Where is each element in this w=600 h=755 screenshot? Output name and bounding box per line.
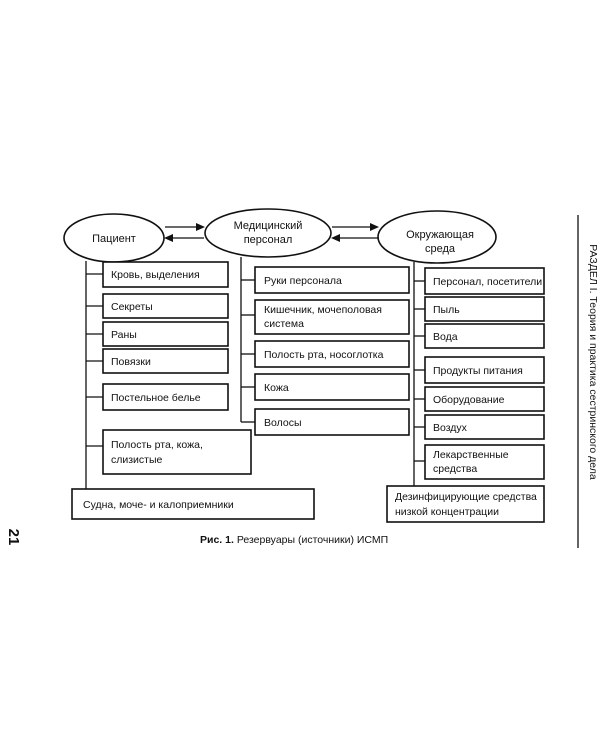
staff-source-label: Полость рта, носоглотка — [264, 349, 384, 361]
staff-node: Медицинский персонал — [204, 208, 332, 258]
environment-node: Окружающая среда — [377, 210, 497, 264]
environment-source-label-line-2: средства — [433, 463, 477, 475]
staff-source-label-line-1: Кишечник, мочеполовая — [264, 304, 382, 316]
staff-sources: Руки персонала Кишечник, мочеполовая сис… — [240, 257, 410, 436]
patient-sources: Кровь, выделения Секреты Раны Повязки По… — [71, 261, 315, 520]
patient-node-label: Пациент — [92, 233, 136, 245]
staff-source-label: Волосы — [264, 417, 302, 429]
environment-source-label: Оборудование — [433, 394, 505, 406]
patient-source-box: Полость рта, кожа, слизистые — [102, 429, 252, 475]
environment-node-label-line-2: среда — [425, 243, 456, 255]
environment-source-box: Вода — [424, 323, 545, 349]
environment-source-label: Вода — [433, 331, 458, 343]
environment-source-label: Персонал, посетители — [433, 276, 542, 288]
environment-source-label-line-1: Дезинфицирующие средства — [395, 491, 537, 503]
page-number: 21 — [5, 529, 22, 546]
patient-source-label-line-1: Полость рта, кожа, — [111, 439, 203, 451]
patient-source-box: Секреты — [102, 293, 229, 319]
environment-node-label-line-1: Окружающая — [406, 229, 474, 241]
environment-source-label-line-2: низкой концентрации — [395, 506, 499, 518]
arrow-environment-to-staff — [331, 234, 379, 242]
patient-source-label-line-2: слизистые — [111, 454, 163, 466]
staff-source-box: Волосы — [254, 408, 410, 436]
patient-source-box: Судна, моче- и калоприемники — [71, 488, 315, 520]
staff-source-box: Кожа — [254, 373, 410, 401]
staff-source-label: Кожа — [264, 382, 289, 394]
environment-source-box: Продукты питания — [424, 356, 545, 384]
staff-source-box: Руки персонала — [254, 266, 410, 294]
arrow-staff-to-environment — [332, 223, 379, 231]
staff-node-label-line-2: персонал — [244, 234, 293, 246]
figure-caption-prefix: Рис. 1. — [200, 534, 234, 546]
environment-source-box: Дезинфицирующие средства низкой концентр… — [386, 485, 545, 523]
environment-source-label-line-1: Лекарственные — [433, 449, 509, 461]
environment-source-box: Пыль — [424, 296, 545, 322]
environment-source-label: Воздух — [433, 422, 468, 434]
patient-source-label: Секреты — [111, 301, 153, 313]
environment-source-box: Воздух — [424, 414, 545, 440]
environment-source-box: Лекарственные средства — [424, 444, 545, 480]
arrow-staff-to-patient — [164, 234, 204, 242]
figure-caption-text: Резервуары (источники) ИСМП — [237, 534, 388, 546]
patient-source-label: Раны — [111, 329, 137, 341]
patient-source-box: Постельное белье — [102, 383, 229, 411]
running-header: РАЗДЕЛ I. Теория и практика сестринского… — [587, 244, 599, 480]
environment-sources: Персонал, посетители Пыль Вода Продукты … — [386, 262, 545, 523]
staff-node-label-line-1: Медицинский — [234, 220, 303, 232]
staff-source-label-line-2: система — [264, 318, 304, 330]
staff-source-box: Кишечник, мочеполовая система — [254, 299, 410, 335]
figure-caption: Рис. 1. Резервуары (источники) ИСМП — [200, 534, 388, 546]
patient-source-label: Постельное белье — [111, 392, 201, 404]
patient-source-label: Повязки — [111, 356, 151, 368]
patient-source-box: Повязки — [102, 348, 229, 374]
patient-source-box: Раны — [102, 321, 229, 347]
patient-source-label: Судна, моче- и калоприемники — [83, 499, 234, 511]
patient-source-label: Кровь, выделения — [111, 269, 200, 281]
staff-source-box: Полость рта, носоглотка — [254, 340, 410, 368]
patient-node: Пациент — [63, 213, 165, 263]
environment-source-label: Продукты питания — [433, 365, 523, 377]
environment-source-label: Пыль — [433, 304, 460, 316]
environment-source-box: Персонал, посетители — [424, 267, 545, 295]
staff-source-label: Руки персонала — [264, 275, 342, 287]
patient-source-box: Кровь, выделения — [102, 261, 229, 288]
arrow-patient-to-staff — [165, 223, 205, 231]
environment-source-box: Оборудование — [424, 386, 545, 412]
